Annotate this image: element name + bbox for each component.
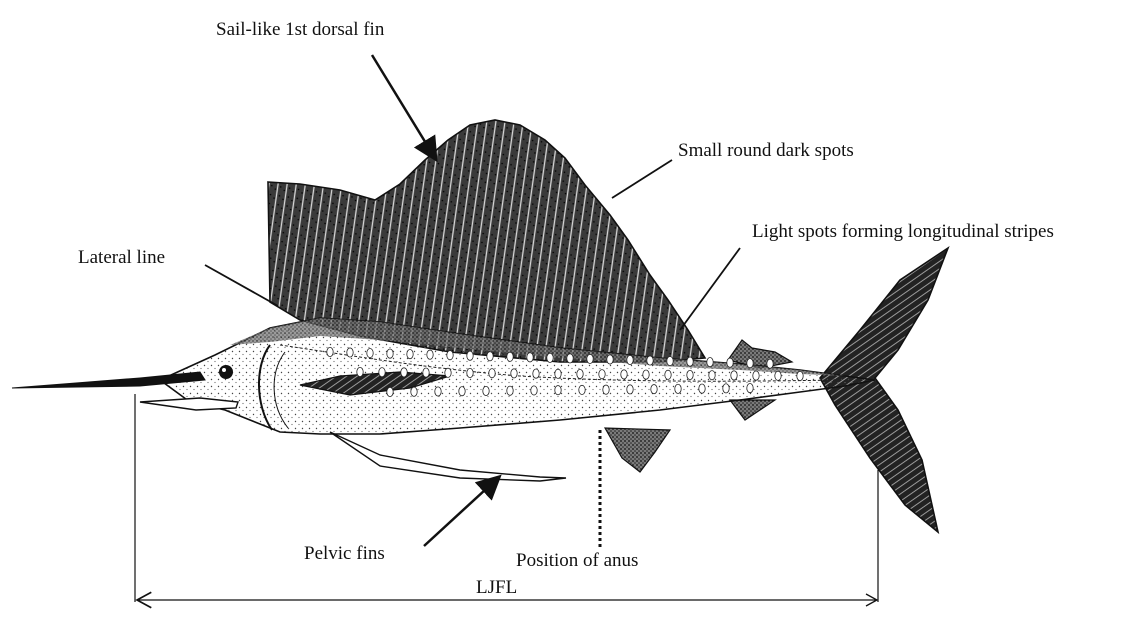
anus-label: Position of anus: [516, 550, 638, 571]
dark-spots-pointer: [612, 160, 672, 198]
second-anal-fin: [730, 400, 775, 420]
light-spot: [347, 348, 353, 357]
light-spot: [533, 369, 539, 378]
light-spot: [621, 370, 627, 379]
light-spot: [387, 349, 393, 358]
light-spot: [357, 367, 363, 376]
light-spot: [367, 348, 373, 357]
light-spot: [445, 368, 451, 377]
light-spot: [587, 354, 593, 363]
light-spots-label: Light spots forming longitudinal stripes: [752, 221, 1054, 242]
light-spot: [555, 369, 561, 378]
light-spot: [675, 384, 681, 393]
light-spot: [747, 359, 753, 368]
light-spot: [579, 385, 585, 394]
light-spot: [483, 386, 489, 395]
light-spot: [643, 370, 649, 379]
light-spot: [547, 353, 553, 362]
pelvic-fin: [330, 432, 566, 481]
light-spot: [775, 371, 781, 380]
light-spot: [427, 350, 433, 359]
light-spot: [487, 352, 493, 361]
light-spot: [423, 368, 429, 377]
light-spot: [723, 384, 729, 393]
light-spot: [727, 358, 733, 367]
light-spot: [665, 370, 671, 379]
light-spot: [709, 371, 715, 380]
lateral-line-pointer: [205, 265, 278, 306]
light-spots-pointer: [680, 248, 740, 330]
light-spot: [489, 369, 495, 378]
light-spot: [387, 387, 393, 396]
light-spot: [797, 371, 803, 380]
dark-spots-label: Small round dark spots: [678, 140, 854, 161]
eye: [219, 365, 233, 379]
light-spot: [731, 371, 737, 380]
light-spot: [753, 371, 759, 380]
light-spot: [627, 355, 633, 364]
lower-jaw: [140, 398, 238, 410]
light-spot: [647, 356, 653, 365]
light-spot: [459, 387, 465, 396]
lateral-line-label: Lateral line: [78, 247, 165, 268]
light-spot: [435, 387, 441, 396]
light-spot: [767, 359, 773, 368]
light-spot: [627, 385, 633, 394]
light-spot: [687, 370, 693, 379]
light-spot: [467, 368, 473, 377]
light-spot: [651, 385, 657, 394]
light-spot: [599, 370, 605, 379]
light-spot: [401, 368, 407, 377]
light-spot: [667, 356, 673, 365]
light-spot: [411, 387, 417, 396]
light-spot: [747, 384, 753, 393]
light-spot: [407, 350, 413, 359]
light-spot: [379, 368, 385, 377]
light-spot: [687, 357, 693, 366]
light-spot: [511, 369, 517, 378]
light-spot: [327, 347, 333, 356]
light-spot: [577, 369, 583, 378]
light-spot: [555, 386, 561, 395]
light-spot: [607, 355, 613, 364]
light-spot: [707, 358, 713, 367]
light-spot: [507, 386, 513, 395]
light-spot: [507, 352, 513, 361]
light-spot: [699, 384, 705, 393]
caudal-fin: [820, 248, 948, 532]
light-spot: [447, 351, 453, 360]
dorsal-fin-arrow: [372, 55, 435, 158]
light-spot: [603, 385, 609, 394]
dorsal-fin-label: Sail-like 1st dorsal fin: [216, 19, 385, 40]
light-spot: [467, 351, 473, 360]
eye-highlight: [222, 368, 226, 372]
light-spot: [567, 354, 573, 363]
light-spot: [531, 386, 537, 395]
anal-fin: [605, 428, 670, 472]
ljfl-label: LJFL: [476, 577, 517, 598]
pelvic-fins-label: Pelvic fins: [304, 543, 385, 564]
pelvic-fins-arrow: [424, 478, 498, 546]
light-spot: [527, 353, 533, 362]
